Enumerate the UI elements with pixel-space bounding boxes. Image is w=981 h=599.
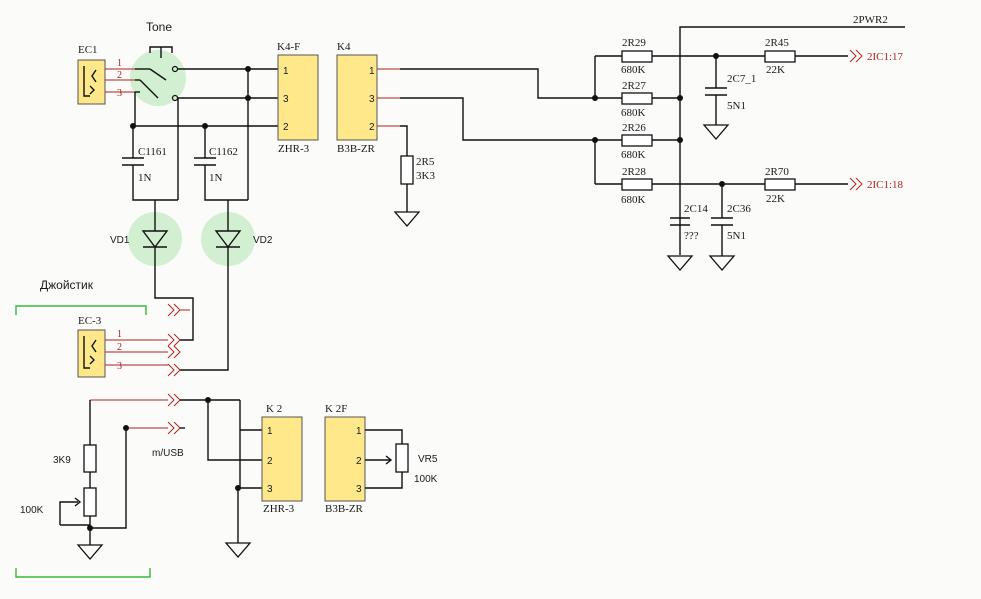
k4-pin2: 2 xyxy=(369,122,375,133)
k2f-type: B3B-ZR xyxy=(325,503,364,515)
c1161-value: 1N xyxy=(138,172,152,184)
joystick-bracket-top xyxy=(15,305,147,315)
r2r5-body xyxy=(400,155,414,185)
ec3-jack xyxy=(77,329,168,378)
net-arrows xyxy=(167,303,190,435)
r2r70-label: 2R70 xyxy=(765,166,789,178)
ec1-pin2: 2 xyxy=(117,70,122,81)
k4f-label: K4-F xyxy=(277,41,300,53)
vd2-label: VD2 xyxy=(253,235,273,246)
tone-label: Tone xyxy=(146,20,172,34)
vr5-label: VR5 xyxy=(418,454,438,465)
ec1-label: EC1 xyxy=(78,44,98,56)
c2c36-value: 5N1 xyxy=(727,230,746,242)
r2r27-value: 680K xyxy=(621,107,646,119)
r100k-body xyxy=(83,487,97,517)
vd1-highlight xyxy=(128,212,182,266)
r3k9-label: 3K9 xyxy=(53,455,71,466)
k2f-connector xyxy=(324,416,366,502)
ec3-pin2: 2 xyxy=(117,342,122,353)
k2-type: ZHR-3 xyxy=(263,503,295,515)
c2c14-label: 2C14 xyxy=(684,203,708,215)
k4-connector xyxy=(336,54,400,141)
vd1-label: VD1 xyxy=(110,235,130,246)
c2c7-label: 2C7_1 xyxy=(727,73,756,85)
k4-type: B3B-ZR xyxy=(337,143,376,155)
c2c36-label: 2C36 xyxy=(727,203,751,215)
tone-switch-highlight xyxy=(130,50,186,106)
r2r28-label: 2R28 xyxy=(622,166,646,178)
ground-icon xyxy=(393,211,421,227)
r100k-label: 100K xyxy=(20,505,44,516)
k2-pin1: 1 xyxy=(267,426,273,437)
ec1-jack xyxy=(77,59,135,105)
ec1-pin3: 3 xyxy=(117,88,122,99)
r2r26-label: 2R26 xyxy=(622,122,646,134)
r2r29-label: 2R29 xyxy=(622,37,646,49)
port-2ic1-17: 2IC1:17 xyxy=(867,51,904,63)
k2-pin3: 3 xyxy=(267,484,273,495)
c1161-label: C1161 xyxy=(138,146,167,158)
tone-switch xyxy=(135,46,179,102)
port-2ic1-18: 2IC1:18 xyxy=(867,179,904,191)
k2f-pin3: 3 xyxy=(356,484,362,495)
r2r5-label: 2R5 xyxy=(416,156,435,168)
k2-label: K 2 xyxy=(266,403,282,415)
k2-connector xyxy=(261,416,303,502)
r2r5-value: 3K3 xyxy=(416,170,435,182)
musb-label: m/USB xyxy=(152,448,184,459)
k4f-pin1: 1 xyxy=(283,66,289,77)
k4f-pin2: 2 xyxy=(283,122,289,133)
vd2-diode xyxy=(180,200,242,371)
r2r26-value: 680K xyxy=(621,149,646,161)
c2c14-value: ??? xyxy=(684,230,699,242)
k4-pin3: 3 xyxy=(369,94,375,105)
k4-label: K4 xyxy=(337,41,351,53)
k4f-connector xyxy=(277,54,319,141)
joystick-label: Джойстик xyxy=(40,278,94,292)
c2c7-value: 5N1 xyxy=(727,100,746,112)
ec3-pin1: 1 xyxy=(117,329,122,340)
r2r28-value: 680K xyxy=(621,194,646,206)
vr5-value: 100K xyxy=(414,474,438,485)
joystick-bracket-bottom xyxy=(15,568,151,578)
c1162-value: 1N xyxy=(209,172,223,184)
k4f-pin3: 3 xyxy=(283,94,289,105)
k2f-pin1: 1 xyxy=(356,426,362,437)
r3k9-body xyxy=(83,444,97,473)
k2f-label: K 2F xyxy=(325,403,347,415)
k4f-type: ZHR-3 xyxy=(278,143,310,155)
ec3-label: EC-3 xyxy=(78,315,102,327)
r2r45-value: 22K xyxy=(766,64,785,76)
r2r70-value: 22K xyxy=(766,193,785,205)
ec1-pin1: 1 xyxy=(117,58,122,69)
vd1-diode xyxy=(141,200,194,341)
vd2-highlight xyxy=(201,212,255,266)
k4-pin1: 1 xyxy=(369,66,375,77)
r2r45-label: 2R45 xyxy=(765,37,789,49)
r2r27-label: 2R27 xyxy=(622,80,646,92)
pwr-label: 2PWR2 xyxy=(853,14,888,26)
vr5-body xyxy=(395,443,409,473)
k2f-pin2: 2 xyxy=(356,456,362,467)
k2-pin2: 2 xyxy=(267,456,273,467)
c1162-label: C1162 xyxy=(209,146,238,158)
r2r29-value: 680K xyxy=(621,64,646,76)
ec3-pin3: 3 xyxy=(117,361,122,372)
